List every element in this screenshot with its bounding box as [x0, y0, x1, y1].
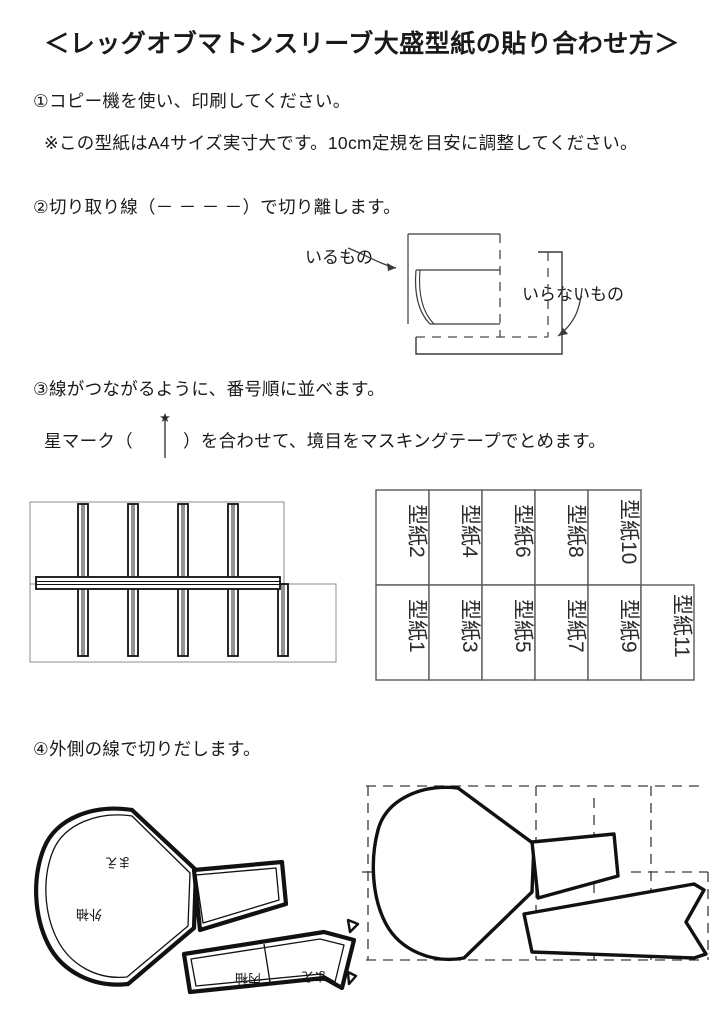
table-cell-bottom-4: 型紙9 — [617, 599, 640, 653]
star-mark-icon — [160, 413, 170, 458]
step-4-text: ④外側の線で切りだします。 — [33, 739, 261, 759]
page-title: ＜レッグオブマトンスリーブ大盛型紙の貼り合わせ方＞ — [44, 30, 680, 58]
sleeve-on-sheets-diagram — [346, 785, 709, 986]
table-cell-top-2: 型紙6 — [511, 504, 534, 558]
pattern-number-table: 型紙2 型紙4 型紙6 型紙8 型紙10 型紙1 型紙3 型紙5 型紙7 型紙9… — [375, 489, 695, 681]
table-cell-bottom-2: 型紙5 — [511, 599, 534, 653]
table-cell-bottom-0: 型紙1 — [405, 599, 428, 653]
sleeve-pieces-cutout-diagram: 外袖 まえ 内袖 まえ — [34, 806, 356, 995]
label-keep: いるもの — [305, 248, 373, 267]
step-3-sub-before: 星マーク（ — [44, 431, 133, 451]
table-cell-top-0: 型紙2 — [405, 504, 428, 558]
step-3-sub-after: ）を合わせて、境目をマスキングテープでとめます。 — [183, 431, 606, 451]
table-cell-bottom-3: 型紙7 — [564, 599, 587, 653]
table-cell-top-3: 型紙8 — [564, 504, 587, 558]
label-outer-sleeve: 外袖 — [76, 907, 102, 922]
label-front-inner: まえ — [301, 969, 327, 984]
table-cell-top-4: 型紙10 — [617, 499, 640, 564]
step-2-text: ②切り取り線（－ － － －）で切り離します。 — [33, 197, 401, 217]
label-front-outer: まえ — [105, 855, 131, 870]
step-1-text: ①コピー機を使い、印刷してください。 — [33, 91, 351, 111]
table-cell-top-1: 型紙4 — [458, 504, 481, 558]
tape-placement-diagram — [29, 501, 337, 663]
cut-line-diagram — [347, 233, 583, 355]
step-1-note: ※この型紙はA4サイズ実寸大です。10cm定規を目安に調整してください。 — [44, 133, 638, 153]
label-inner-sleeve: 内袖 — [235, 971, 261, 986]
table-cell-bottom-5: 型紙11 — [670, 594, 693, 658]
step-3-text: ③線がつながるように、番号順に並べます。 — [33, 379, 385, 399]
table-cell-bottom-1: 型紙3 — [458, 599, 481, 653]
